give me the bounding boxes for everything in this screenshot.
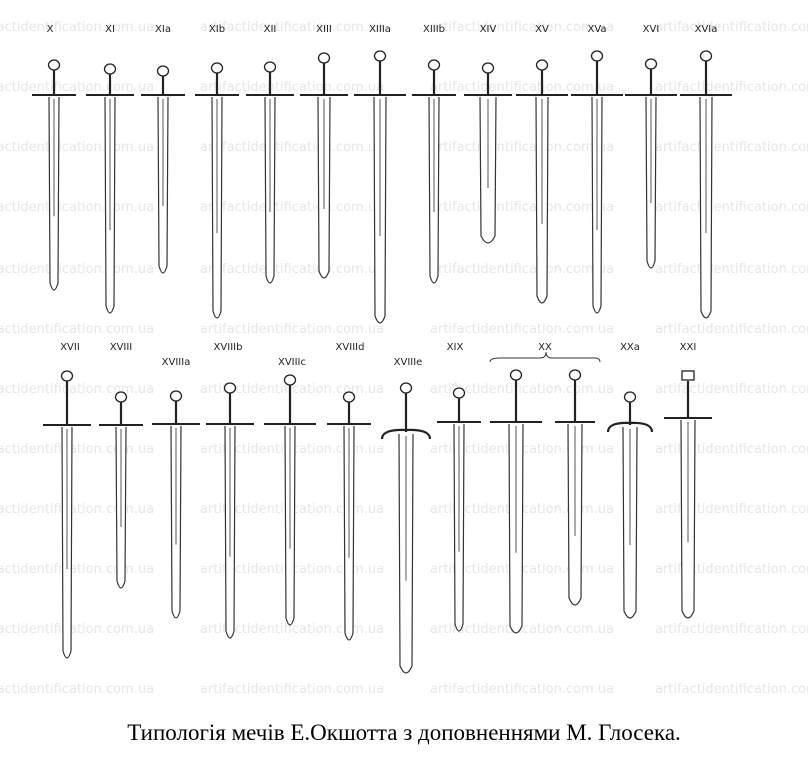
watermark-text: artifactidentification.com.ua [200, 20, 385, 35]
pommel-icon [317, 52, 331, 64]
watermark-text: artifactidentification.com.ua [0, 20, 155, 35]
watermark-text: artifactidentification.com.ua [200, 682, 385, 697]
pommel-icon [481, 62, 495, 74]
pommel-icon [452, 387, 466, 399]
pommel-icon [210, 62, 224, 74]
watermark-text: artifactidentification.com.ua [430, 382, 615, 397]
watermark-text: artifactidentification.com.ua [200, 322, 385, 337]
watermark-text: artifactidentification.com.ua [430, 622, 615, 637]
type-label: XIb [209, 24, 225, 35]
pommel-icon [114, 391, 128, 403]
type-label: XIa [155, 24, 171, 35]
caption: Типологія мечів Е.Окшотта з доповненнями… [127, 720, 681, 745]
pommel-icon [60, 370, 74, 382]
type-label: X [47, 24, 54, 35]
type-label: XIIIa [369, 24, 391, 35]
watermark-text: artifactidentification.com.ua [0, 502, 155, 517]
watermark-text: artifactidentification.com.ua [655, 200, 808, 215]
pommel-icon [47, 59, 61, 71]
watermark-text: artifactidentification.com.ua [430, 262, 615, 277]
type-label: XIIIb [423, 24, 445, 35]
type-label: XIV [480, 24, 497, 35]
pommel-icon [427, 59, 441, 71]
pommel-icon [568, 369, 582, 381]
pommel-icon [263, 61, 277, 73]
watermark-text: artifactidentification.com.ua [200, 382, 385, 397]
type-label: XXI [680, 342, 697, 353]
pommel-icon [169, 390, 183, 402]
type-label: XVI [643, 24, 660, 35]
watermark-text: artifactidentification.com.ua [655, 20, 808, 35]
type-label: XXa [620, 342, 640, 353]
watermark-text: artifactidentification.com.ua [200, 80, 385, 95]
pommel-icon [535, 59, 549, 71]
type-label: XIX [447, 342, 464, 353]
pommel-icon [509, 369, 523, 381]
type-label: XIII [316, 24, 332, 35]
watermark-text: artifactidentification.com.ua [430, 682, 615, 697]
pommel-icon [590, 50, 604, 62]
watermark-text: artifactidentification.com.ua [655, 682, 808, 697]
pommel-icon [223, 382, 237, 394]
watermark-text: artifactidentification.com.ua [200, 622, 385, 637]
watermark-text: artifactidentification.com.ua [0, 322, 155, 337]
type-label: XVII [60, 342, 80, 353]
pommel-icon [399, 382, 413, 394]
type-label: XVIIIb [214, 342, 243, 353]
watermark-text: artifactidentification.com.ua [655, 262, 808, 277]
watermark-text: artifactidentification.com.ua [430, 322, 615, 337]
brace-icon [489, 351, 601, 363]
watermark-text: artifactidentification.com.ua [655, 622, 808, 637]
type-label: XVIIIa [162, 357, 191, 368]
pommel-icon [342, 391, 356, 403]
watermark-text: artifactidentification.com.ua [0, 140, 155, 155]
watermark-text: artifactidentification.com.ua [0, 622, 155, 637]
type-label: XII [264, 24, 277, 35]
crossguard-icon [606, 421, 654, 433]
watermark-text: artifactidentification.com.ua [430, 20, 615, 35]
pommel-icon [156, 65, 170, 77]
type-label: XVIII [110, 342, 133, 353]
watermark-text: artifactidentification.com.ua [200, 262, 385, 277]
watermark-text: artifactidentification.com.ua [0, 200, 155, 215]
watermark-text: artifactidentification.com.ua [0, 262, 155, 277]
watermark-text: artifactidentification.com.ua [0, 562, 155, 577]
type-label: XI [105, 24, 115, 35]
watermark-text: artifactidentification.com.ua [0, 682, 155, 697]
pommel-icon [681, 370, 695, 381]
pommel-icon [283, 374, 297, 386]
watermark-text: artifactidentification.com.ua [430, 80, 615, 95]
type-label: XVIIIc [278, 357, 306, 368]
type-label: XVIa [695, 24, 718, 35]
type-label: XX [538, 342, 552, 353]
pommel-icon [644, 58, 658, 70]
watermark-text: artifactidentification.com.ua [200, 140, 385, 155]
pommel-icon [699, 50, 713, 62]
pommel-icon [103, 63, 117, 75]
crossguard-icon [380, 428, 432, 440]
watermark-text: artifactidentification.com.ua [200, 200, 385, 215]
pommel-icon [623, 391, 637, 403]
watermark-text: artifactidentification.com.ua [0, 382, 155, 397]
watermark-text: artifactidentification.com.ua [655, 80, 808, 95]
watermark-text: artifactidentification.com.ua [655, 140, 808, 155]
pommel-icon [373, 50, 387, 62]
type-label: XV [535, 24, 549, 35]
watermark-text: artifactidentification.com.ua [430, 140, 615, 155]
type-label: XVIIId [336, 342, 365, 353]
type-label: XVIIIe [394, 357, 423, 368]
watermark-text: artifactidentification.com.ua [655, 322, 808, 337]
watermark-text: artifactidentification.com.ua [655, 382, 808, 397]
watermark-text: artifactidentification.com.ua [0, 80, 155, 95]
watermark-text: artifactidentification.com.ua [430, 200, 615, 215]
type-label: XVa [587, 24, 606, 35]
